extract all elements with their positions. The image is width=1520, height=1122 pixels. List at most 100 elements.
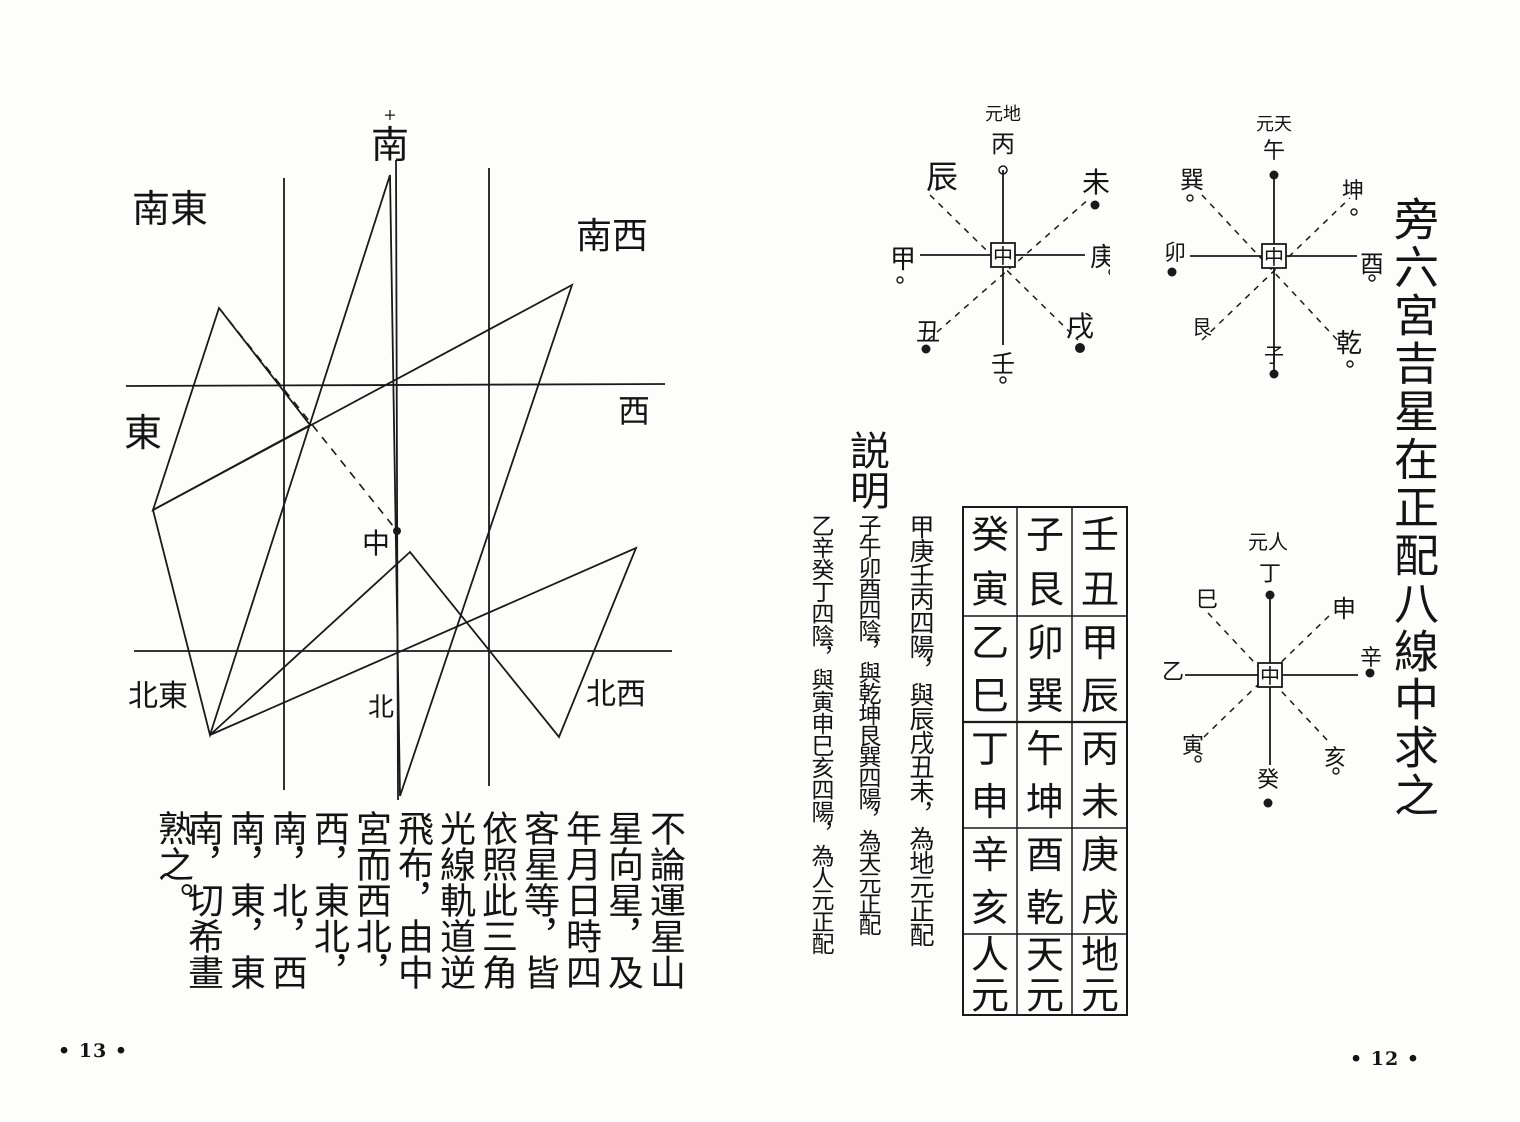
compass-human-ring-ll — [1194, 755, 1202, 763]
page-title: 旁六宮吉星在正配八線中求之 — [1386, 196, 1439, 820]
compass-heaven-top-note: 元天 — [1256, 114, 1292, 135]
table-cell-char: 巽 — [1026, 674, 1064, 718]
compass-human-dot-right — [1365, 668, 1375, 678]
compass-earth-dot-ur — [1090, 200, 1100, 210]
table-cell-char: 丙 — [1081, 727, 1119, 771]
table-cell-char: 坤 — [1026, 780, 1064, 824]
table-cell-char: 庚 — [1081, 833, 1119, 877]
text-column-7: 飛布，由中 — [392, 810, 433, 990]
table-cell-char: 乾 — [1026, 886, 1064, 930]
compass-heaven-diagonal-2 — [1201, 197, 1351, 341]
text-column-5: 依照此三角 — [476, 810, 517, 990]
compass-human-bottom: 癸 — [1257, 768, 1279, 793]
explanation-line-2: 子午卯酉四陰，與乾坤艮巽四陽，為天元正配 — [854, 514, 880, 934]
compass-earth-top-note: 元地 — [985, 104, 1021, 125]
dashed-guide — [218, 307, 398, 532]
compass-human-top-note: 元人 — [1248, 530, 1288, 554]
compass-human-center-box — [1257, 662, 1283, 688]
compass-heaven-top: 午 — [1263, 139, 1285, 164]
compass-heaven-dot-left — [1167, 267, 1177, 277]
compass-heaven-right: 酉 — [1360, 250, 1382, 278]
label-southeast: 南東 — [132, 187, 208, 231]
table-cell-char: 乙 — [971, 621, 1009, 665]
compass-heaven-center: 中 — [1264, 245, 1284, 269]
text-column-13: 熟之。 — [152, 810, 193, 918]
compass-human-dot-bottom — [1263, 798, 1273, 808]
text-column-8: 宮而西北， — [350, 810, 391, 990]
text-column-1: 不論運星山 — [644, 810, 685, 990]
text-column-12: 南，切希畫 — [182, 810, 223, 990]
compass-earth-right: 庚 — [1090, 243, 1110, 273]
table-cell-char: 戌 — [1081, 886, 1119, 930]
compass-earth-lower-left: 丑 — [916, 318, 940, 346]
compass-earth-dot-ll — [921, 344, 931, 354]
compass-heaven-yuan: 元天 午 巽 坤 卯 酉 艮 乾 子 中 — [1164, 114, 1382, 379]
compass-heaven-upper-left: 巽 — [1180, 166, 1204, 194]
table-cell-char: 艮 — [1026, 567, 1064, 611]
table-cell-char: 地 — [1081, 933, 1119, 977]
table-cell-char: 子 — [1026, 513, 1064, 557]
text-column-11: 南，東，東 — [224, 810, 265, 990]
table-outer-border — [962, 506, 1128, 1016]
compass-heaven-upper-right: 坤 — [1342, 179, 1364, 204]
table-cell-char: 辛 — [971, 833, 1009, 877]
label-east: 東 — [124, 411, 162, 455]
table-cell-char: 人 — [971, 933, 1009, 977]
compass-earth-top: 丙 — [991, 130, 1015, 158]
text-column-9: 西，東北， — [308, 810, 349, 990]
table-cell-char: 酉 — [1026, 833, 1064, 877]
label-northeast: 北東 — [128, 679, 188, 714]
page-number-right: • 12 • — [1350, 1048, 1420, 1070]
compass-earth-yuan: 元地 丙 辰 未 甲 庚 丑 戌 壬 中 — [890, 104, 1110, 384]
compass-earth-ring-left — [896, 276, 904, 284]
text-column-4: 客星等，皆 — [518, 810, 559, 990]
table-cell-char: 甲 — [1081, 621, 1119, 665]
table-cell-char: 寅 — [971, 567, 1009, 611]
label-south-marker: + — [383, 105, 396, 124]
explanation-line-3: 乙辛癸丁四陰，與寅申巳亥四陽，為人元正配 — [807, 514, 833, 954]
compass-heaven-left: 卯 — [1164, 241, 1186, 266]
compass-human-lower-right: 亥 — [1324, 746, 1346, 771]
label-south: 南 — [371, 123, 409, 167]
compass-human-left: 乙 — [1162, 660, 1184, 685]
compass-human-right: 辛 — [1360, 646, 1382, 671]
center-dot — [393, 527, 401, 535]
compass-earth-ring-bottom — [999, 376, 1007, 384]
table-cell-char: 癸 — [971, 513, 1009, 557]
compass-heaven-diagonal-1 — [1201, 194, 1343, 346]
flight-path-lower — [209, 546, 638, 739]
grid-line-upper — [125, 383, 666, 387]
compass-heaven-ring-right — [1368, 274, 1376, 282]
compass-earth-dot-lr — [1075, 343, 1085, 353]
table-cell-char: 辰 — [1081, 674, 1119, 718]
label-center: 中 — [362, 527, 390, 560]
compass-earth-left: 甲 — [890, 245, 916, 275]
compass-human-top: 丁 — [1259, 562, 1281, 587]
compass-heaven-ring-ul — [1186, 194, 1194, 202]
flight-path-west — [151, 306, 312, 512]
compass-human-center: 中 — [1260, 664, 1280, 688]
compass-human-top-dot — [1265, 590, 1275, 600]
compass-earth-diagonal-1 — [929, 194, 1079, 341]
compass-heaven-top-dot — [1269, 170, 1279, 180]
table-cell-char: 申 — [971, 780, 1009, 824]
text-column-6: 光線軌道逆 — [434, 810, 475, 990]
table-cell-char: 元 — [1026, 973, 1064, 1017]
table-cell-char: 亥 — [971, 886, 1009, 930]
compass-earth-ring-right — [1108, 268, 1110, 276]
explanation-heading: 説明 — [843, 430, 889, 510]
compass-earth-upper-right: 未 — [1082, 166, 1110, 199]
text-column-2: 星向星，及 — [602, 810, 643, 990]
compass-heaven-lower-right: 乾 — [1336, 329, 1362, 359]
flight-path-upper — [151, 174, 574, 797]
compass-human-lower-left: 寅 — [1182, 734, 1204, 759]
label-west: 西 — [618, 392, 650, 430]
text-column-10: 南，北，西 — [266, 810, 307, 990]
compass-human-upper-left: 巳 — [1196, 588, 1218, 613]
compass-heaven-lower-left: 艮 — [1192, 315, 1212, 339]
compass-heaven-dot-bottom — [1269, 369, 1279, 379]
table-cell-char: 天 — [1026, 933, 1064, 977]
compass-human-upper-right: 申 — [1332, 595, 1356, 623]
page-number-left: • 13 • — [58, 1040, 128, 1062]
